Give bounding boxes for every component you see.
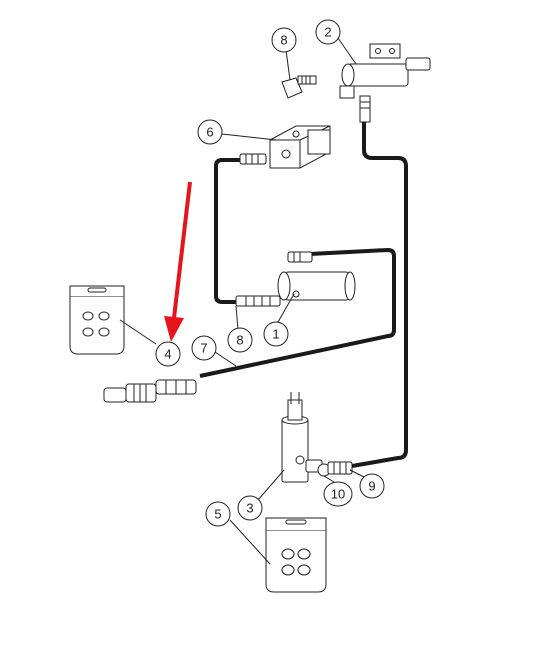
leader-lines <box>119 37 367 565</box>
part-4-package <box>69 285 125 355</box>
red-arrow-icon <box>164 181 192 342</box>
callout-4: 4 <box>155 341 181 367</box>
svg-text:1: 1 <box>272 327 279 342</box>
callout-5: 5 <box>205 501 231 527</box>
callout-10: 10 <box>323 481 353 507</box>
callout-1: 1 <box>263 321 289 347</box>
svg-text:2: 2 <box>324 25 331 40</box>
svg-text:8: 8 <box>236 333 243 348</box>
svg-text:7: 7 <box>200 341 207 356</box>
callout-6: 6 <box>197 119 223 145</box>
part-2-actuator <box>339 43 431 123</box>
svg-text:6: 6 <box>206 125 213 140</box>
svg-text:10: 10 <box>331 487 345 502</box>
hose-cylinder-return <box>199 248 396 378</box>
callout-3: 3 <box>237 495 263 521</box>
part-8-elbow-fitting <box>281 75 317 99</box>
callout-9: 9 <box>359 473 385 499</box>
callout-8-top: 8 <box>271 27 297 53</box>
part-3-vertical-cylinder <box>281 392 323 483</box>
part-1-cylinder <box>235 251 356 307</box>
hose-valve-to-cylinder <box>214 158 240 304</box>
callout-8-mid: 8 <box>227 327 253 353</box>
part-10-fitting <box>317 461 353 477</box>
callout-2: 2 <box>315 19 341 45</box>
part-7-quick-coupler <box>103 379 197 403</box>
hose-actuator-to-fitting <box>351 120 408 468</box>
svg-text:9: 9 <box>368 479 375 494</box>
svg-text:4: 4 <box>164 347 171 362</box>
svg-text:3: 3 <box>246 501 253 516</box>
svg-text:5: 5 <box>214 507 221 522</box>
part-6-valve-block <box>239 125 331 169</box>
callout-7: 7 <box>191 335 217 361</box>
svg-text:8: 8 <box>280 33 287 48</box>
part-5-package <box>265 517 327 593</box>
